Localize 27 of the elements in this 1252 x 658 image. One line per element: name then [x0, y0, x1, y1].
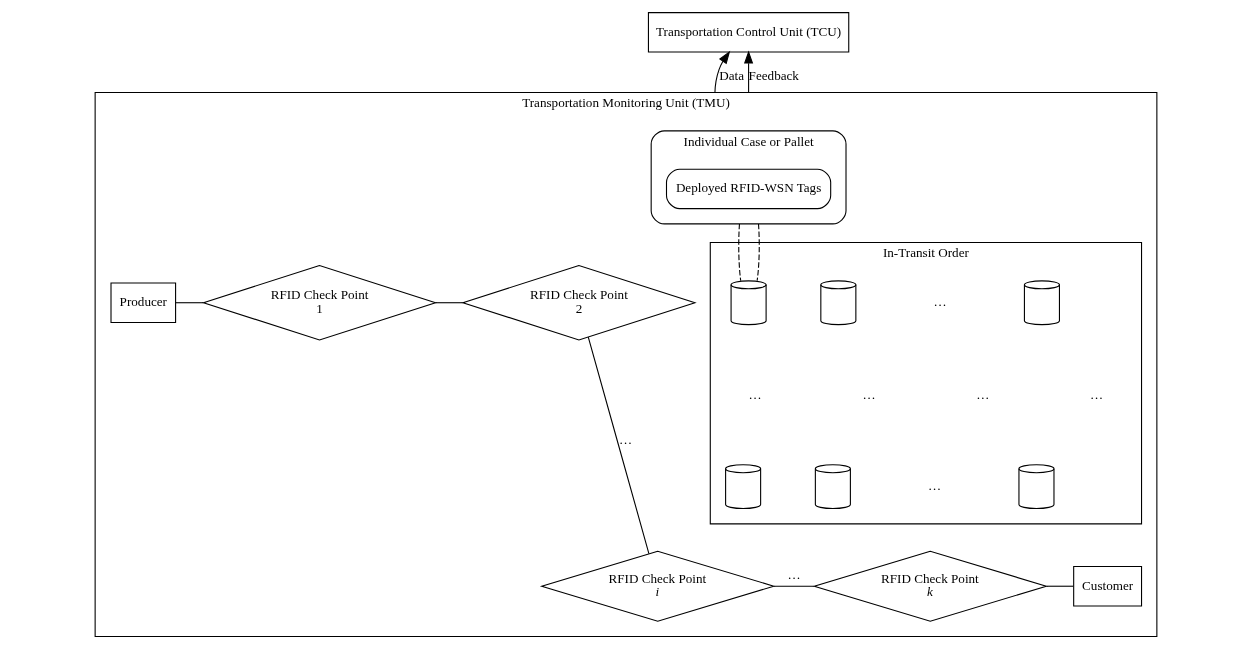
label: … — [1090, 387, 1104, 403]
connector — [756, 223, 760, 282]
edge-label: Feedback — [748, 68, 799, 84]
connector — [587, 336, 650, 555]
connector — [738, 223, 742, 282]
edge-label: … — [787, 567, 801, 583]
node-box: Customer — [1073, 565, 1143, 607]
label: … — [862, 387, 876, 403]
node-diamond: RFID Check Point k — [812, 550, 1049, 622]
node-diamond: RFID Check Point i — [539, 550, 776, 622]
node-box: Producer — [110, 282, 177, 323]
node-diamond: RFID Check Point 2 — [461, 264, 697, 341]
arrow — [744, 50, 754, 94]
label: … — [933, 294, 947, 310]
label: … — [748, 387, 762, 403]
label: … — [976, 387, 990, 403]
node-box: Transportation Control Unit (TCU) — [647, 12, 850, 53]
label: … — [928, 478, 942, 494]
arrow — [714, 50, 731, 94]
edge-label: Data — [719, 68, 745, 84]
edge-label: … — [618, 431, 633, 447]
connector — [435, 302, 464, 304]
connector — [1046, 585, 1074, 587]
node-box: Deployed RFID-WSN Tags — [665, 168, 832, 210]
node-diamond: RFID Check Point 1 — [201, 264, 438, 341]
connector — [175, 302, 204, 304]
connector — [773, 585, 815, 587]
